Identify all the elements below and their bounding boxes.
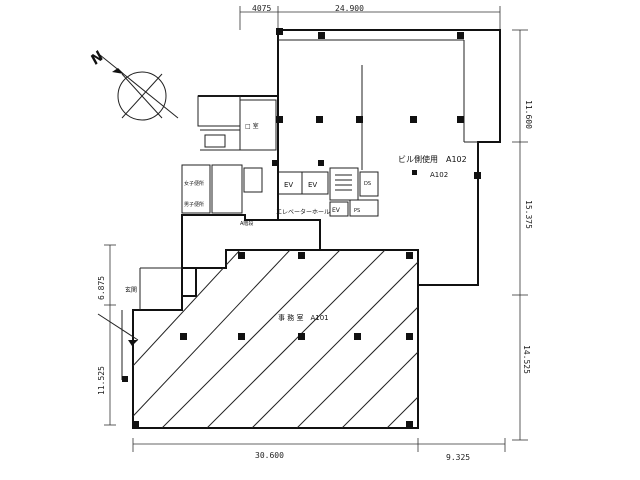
- room-a102-code: A102: [430, 171, 448, 179]
- dim-right-lower: 14.525: [522, 345, 531, 374]
- dim-right-middle: 15.375: [524, 200, 533, 229]
- upper-room-label: □ 室: [245, 122, 259, 130]
- compass: [99, 54, 179, 121]
- ev3-label: EV: [332, 207, 341, 214]
- room-a101-label: 事 務 室 A101: [278, 313, 329, 322]
- a101-outline: [121, 249, 419, 429]
- entry-arrow: [97, 313, 139, 346]
- stair-label: A階段: [240, 220, 253, 227]
- dim-bottom-left: 30.600: [255, 451, 284, 460]
- dim-bottom-right: 9.325: [446, 453, 470, 462]
- north-label: N: [88, 48, 107, 68]
- office-hatching: [133, 250, 418, 428]
- toilet-m-label: 男子便所: [184, 201, 204, 208]
- dim-left-lower: 11.525: [97, 366, 106, 395]
- entrance-label: 玄関: [125, 286, 137, 294]
- ps-label: PS: [354, 208, 360, 214]
- dim-top-left: 4075: [252, 4, 271, 13]
- columns: [122, 28, 481, 428]
- west-wing: [181, 95, 279, 310]
- service-core: [277, 167, 379, 217]
- dimension-lines: [104, 6, 528, 452]
- ds-label: DS: [364, 181, 371, 187]
- toilet-w-label: 女子便所: [184, 180, 204, 187]
- ev2-label: EV: [308, 181, 317, 189]
- dim-left-upper: 6.875: [97, 276, 106, 300]
- ev1-label: EV: [284, 181, 293, 189]
- room-a102-label: ビル側使用 A102: [398, 154, 467, 164]
- dim-top-right: 24.900: [335, 4, 364, 13]
- dim-right-upper: 11.600: [524, 100, 533, 129]
- elevator-hall-label: エレベーターホール: [276, 208, 330, 216]
